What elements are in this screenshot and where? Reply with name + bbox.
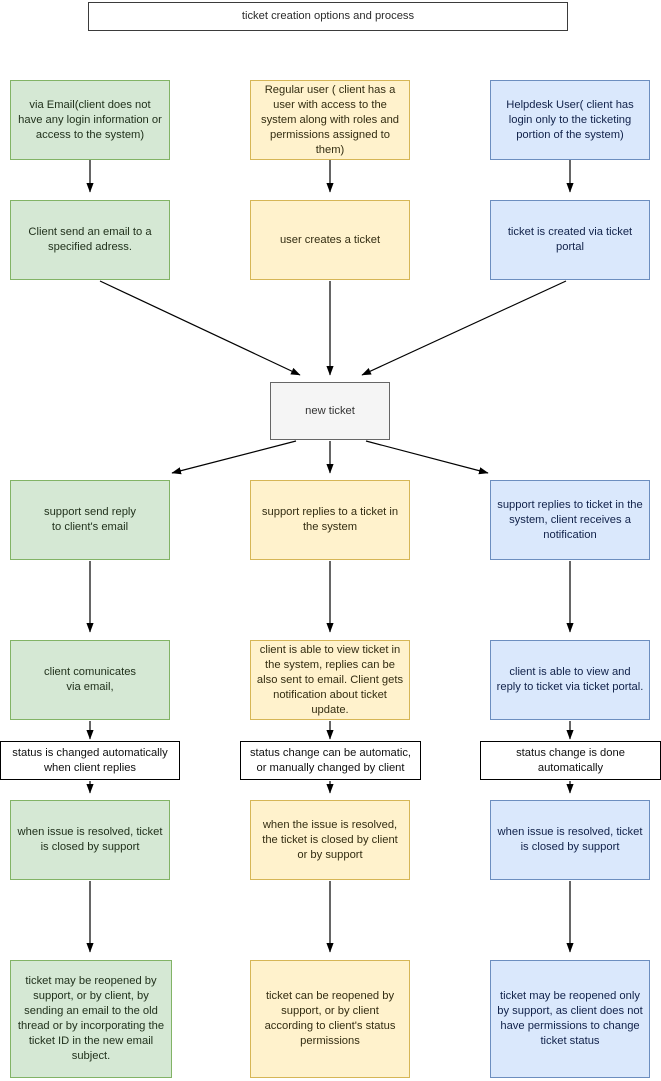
node-label-status-auto-manual: status change can be automatic, or manua… — [249, 746, 412, 774]
edge-portal-ticket-to-new-ticket — [361, 280, 567, 376]
node-label-support-system-reply: support replies to a ticket in the syste… — [261, 506, 399, 533]
node-new-ticket[interactable]: new ticket — [270, 382, 390, 440]
node-label-helpdesk-user: Helpdesk User( client has login only to … — [506, 98, 634, 141]
node-label-client-system-view: client is able to view ticket in the sys… — [256, 643, 404, 716]
node-label-portal-ticket: ticket is created via ticket portal — [507, 226, 633, 253]
node-label-new-ticket: new ticket — [305, 404, 355, 417]
node-label-regular-user: Regular user ( client has a user with ac… — [260, 83, 400, 156]
node-reopen-system[interactable]: ticket can be reopened by support, or by… — [250, 960, 410, 1078]
node-helpdesk-user[interactable]: Helpdesk User( client has login only to … — [490, 80, 650, 160]
node-reopen-email[interactable]: ticket may be reopened by support, or by… — [10, 960, 172, 1078]
node-status-auto-portal[interactable]: status change is done automatically — [480, 741, 661, 780]
node-support-notify-reply[interactable]: support replies to ticket in the system,… — [490, 480, 650, 560]
node-label-reopen-system: ticket can be reopened by support, or by… — [264, 990, 396, 1047]
node-label-client-email-comm: client comunicates via email, — [43, 666, 137, 693]
node-closed-support-email[interactable]: when issue is resolved, ticket is closed… — [10, 800, 170, 880]
edge-new-ticket-to-support-email-reply — [171, 440, 297, 475]
node-status-auto-email[interactable]: status is changed automatically when cli… — [0, 741, 180, 780]
edge-send-email-to-new-ticket — [99, 280, 301, 376]
node-label-send-email: Client send an email to a specified adre… — [28, 226, 152, 253]
node-client-system-view[interactable]: client is able to view ticket in the sys… — [250, 640, 410, 720]
node-label-closed-support-email: when issue is resolved, ticket is closed… — [17, 826, 163, 853]
node-reopen-portal[interactable]: ticket may be reopened only by support, … — [490, 960, 650, 1078]
node-label-client-portal-view: client is able to view and reply to tick… — [496, 666, 644, 693]
node-regular-user[interactable]: Regular user ( client has a user with ac… — [250, 80, 410, 160]
node-create-ticket[interactable]: user creates a ticket — [250, 200, 410, 280]
edge-new-ticket-to-support-notify-reply — [365, 440, 489, 475]
node-label-create-ticket: user creates a ticket — [279, 233, 381, 246]
node-label-status-auto-email: status is changed automatically when cli… — [12, 746, 168, 774]
node-label-reopen-email: ticket may be reopened by support, or by… — [17, 975, 165, 1062]
node-email-entry[interactable]: via Email(client does not have any login… — [10, 80, 170, 160]
node-label-support-email-reply: support send reply to client's email — [43, 506, 137, 533]
node-support-system-reply[interactable]: support replies to a ticket in the syste… — [250, 480, 410, 560]
node-label-status-auto-portal: status change is done automatically — [516, 746, 625, 774]
node-closed-support-portal[interactable]: when issue is resolved, ticket is closed… — [490, 800, 650, 880]
node-title[interactable]: ticket creation options and process — [88, 2, 568, 31]
node-label-email-entry: via Email(client does not have any login… — [18, 98, 162, 141]
node-label-support-notify-reply: support replies to ticket in the system,… — [497, 498, 643, 541]
node-label-closed-support-portal: when issue is resolved, ticket is closed… — [497, 826, 643, 853]
node-support-email-reply[interactable]: support send reply to client's email — [10, 480, 170, 560]
node-portal-ticket[interactable]: ticket is created via ticket portal — [490, 200, 650, 280]
node-client-portal-view[interactable]: client is able to view and reply to tick… — [490, 640, 650, 720]
node-label-closed-client-support: when the issue is resolved, the ticket i… — [262, 818, 398, 861]
node-client-email-comm[interactable]: client comunicates via email, — [10, 640, 170, 720]
node-status-auto-manual[interactable]: status change can be automatic, or manua… — [240, 741, 421, 780]
node-label-title: ticket creation options and process — [241, 10, 415, 22]
node-send-email[interactable]: Client send an email to a specified adre… — [10, 200, 170, 280]
node-label-reopen-portal: ticket may be reopened only by support, … — [497, 990, 643, 1047]
node-closed-client-support[interactable]: when the issue is resolved, the ticket i… — [250, 800, 410, 880]
